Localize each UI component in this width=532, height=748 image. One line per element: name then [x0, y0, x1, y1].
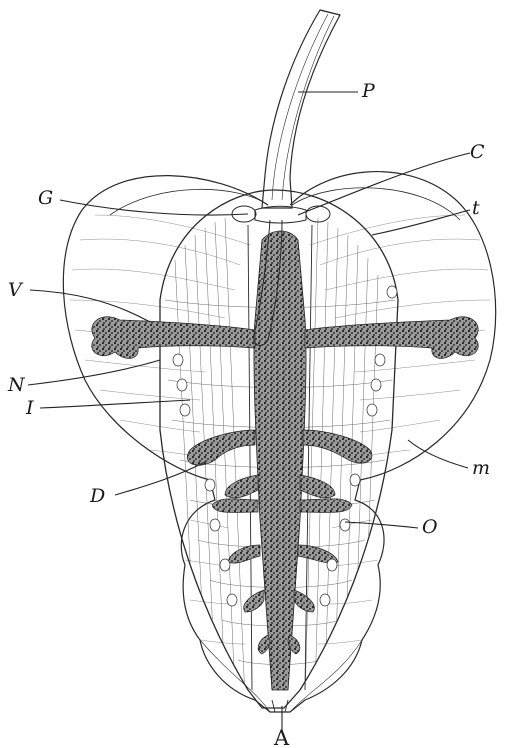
label-N: N	[7, 374, 26, 396]
label-P: P	[361, 80, 376, 102]
leader-lines	[28, 92, 470, 730]
label-t: t	[472, 197, 480, 219]
label-I: I	[25, 397, 34, 419]
label-C: C	[470, 141, 485, 163]
label-G: G	[38, 187, 53, 209]
label-m: m	[472, 457, 490, 479]
intestine	[254, 231, 306, 690]
label-A: A	[273, 726, 290, 748]
label-V: V	[8, 279, 24, 301]
labels: P C G t V N I m D O A	[7, 80, 490, 748]
label-D: D	[89, 485, 105, 507]
label-O: O	[422, 516, 438, 538]
